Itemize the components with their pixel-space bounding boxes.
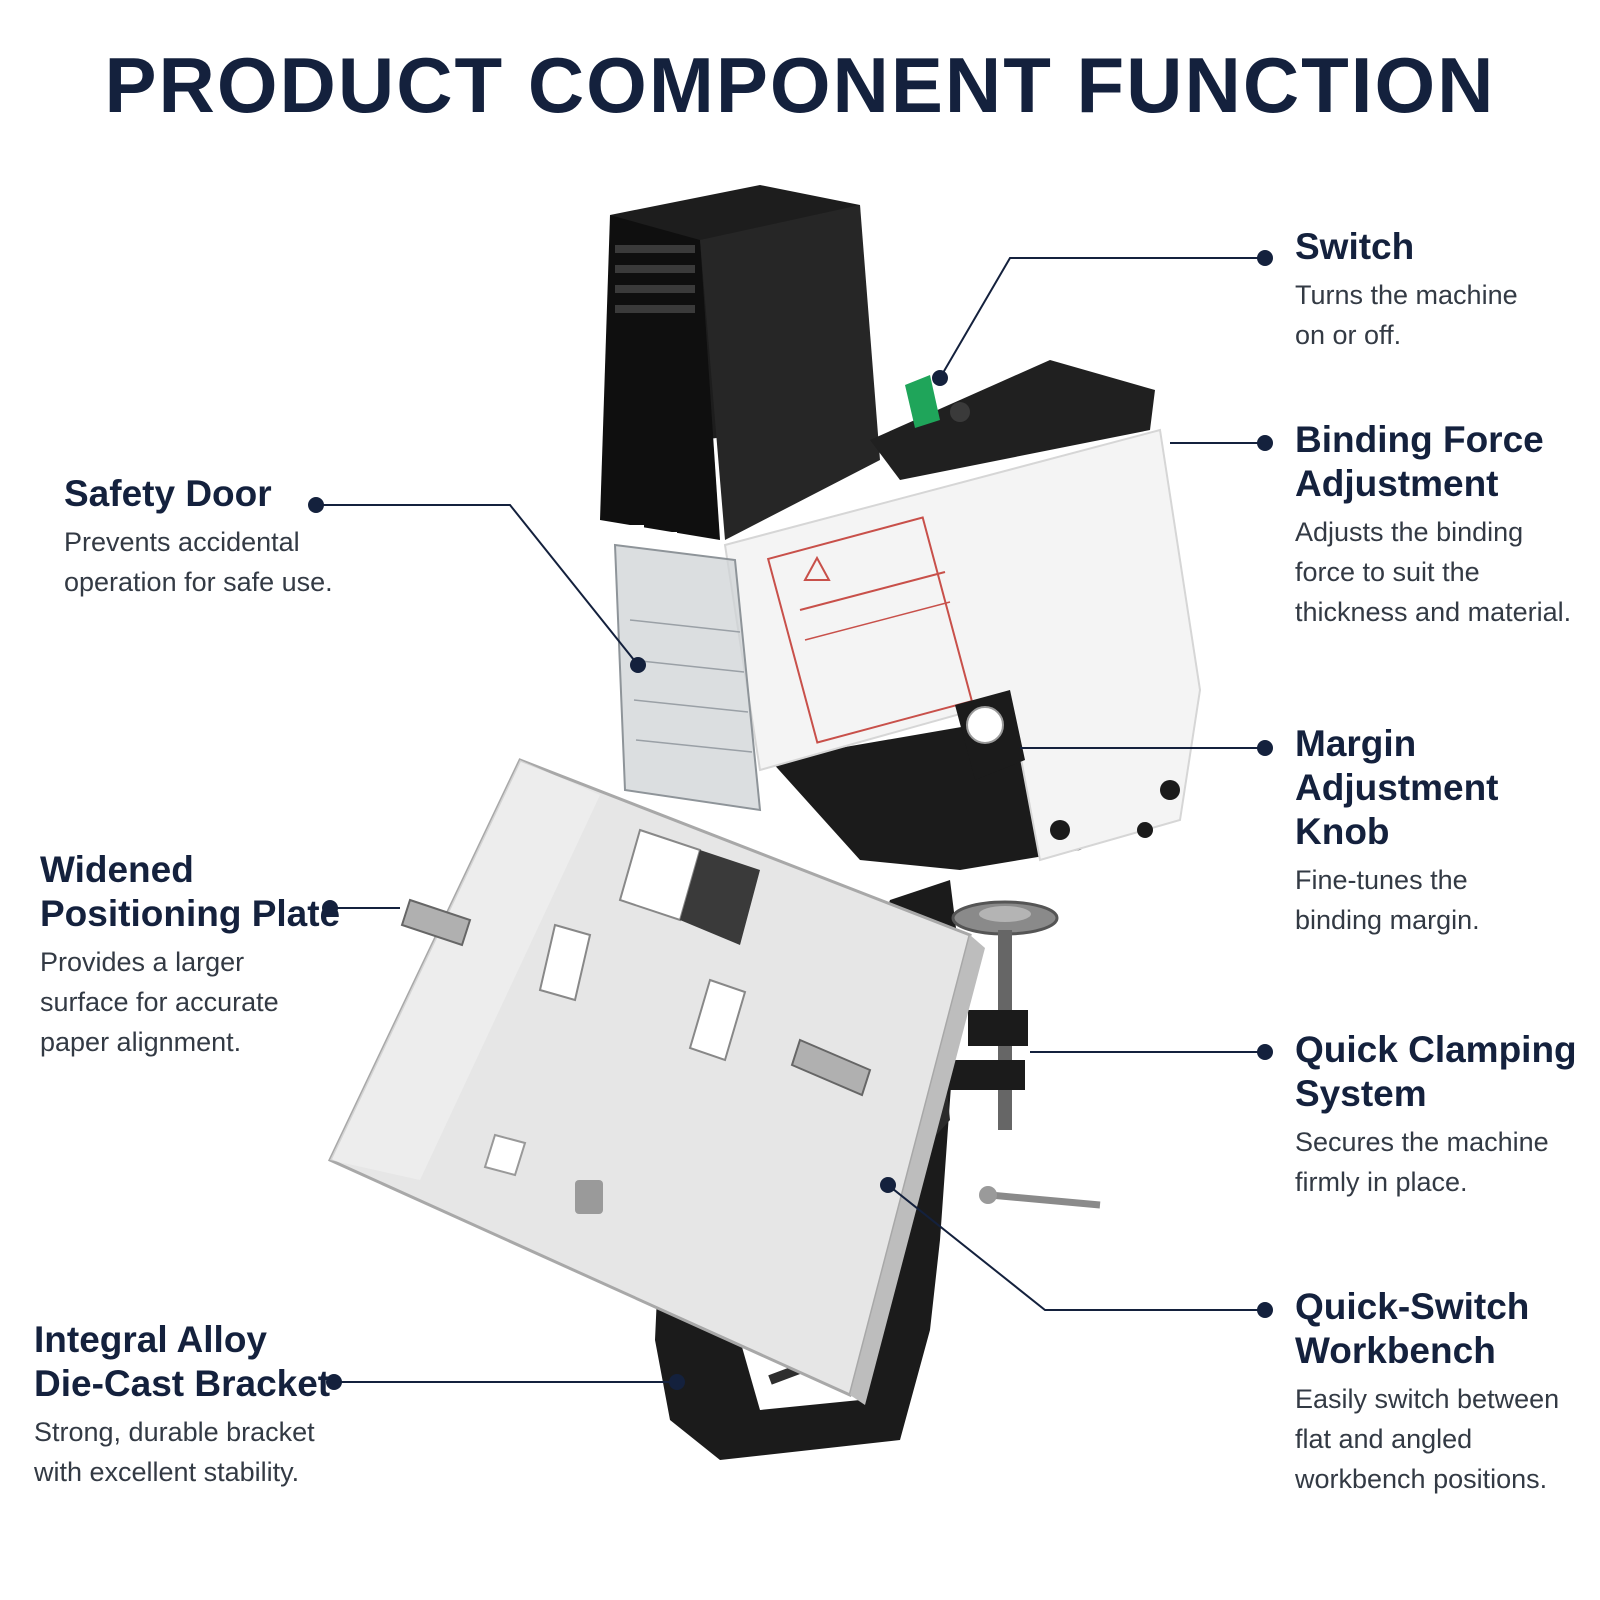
callout-safety-door: Safety Door Prevents accidental operatio… (64, 472, 333, 602)
callout-quick-clamp-desc: Secures the machine firmly in place. (1295, 1127, 1549, 1197)
callout-margin-knob-desc: Fine-tunes the binding margin. (1295, 865, 1480, 935)
callout-quick-clamp-title: Quick Clamping System (1295, 1029, 1577, 1114)
callout-bracket: Integral Alloy Die-Cast Bracket Strong, … (34, 1318, 330, 1492)
callout-positioning-plate-desc: Provides a larger surface for accurate p… (40, 947, 279, 1057)
callout-quick-clamp: Quick Clamping System Secures the machin… (1295, 1028, 1577, 1202)
leader-dots (308, 250, 1273, 1390)
white-side-panel (723, 428, 1202, 862)
leader-safety-door (316, 504, 639, 666)
callout-bracket-title: Integral Alloy Die-Cast Bracket (34, 1319, 331, 1404)
callout-switch-title: Switch (1295, 226, 1415, 267)
clamp-screw (945, 900, 1101, 1209)
callout-binding-force-desc: Adjusts the binding force to suit the th… (1295, 517, 1572, 627)
binding-force-dial-icon (950, 402, 970, 422)
callout-quick-switch: Quick-Switch Workbench Easily switch bet… (1295, 1285, 1559, 1499)
leader-workbench (887, 1184, 1265, 1311)
black-housing (600, 185, 1155, 540)
callout-margin-knob-title: Margin Adjustment Knob (1295, 723, 1499, 852)
callout-safety-door-desc: Prevents accidental operation for safe u… (64, 527, 333, 597)
callout-safety-door-title: Safety Door (64, 473, 272, 514)
callout-bracket-desc: Strong, durable bracket with excellent s… (34, 1417, 315, 1487)
callout-margin-knob: Margin Adjustment Knob Fine-tunes the bi… (1295, 722, 1600, 940)
callout-quick-switch-title: Quick-Switch Workbench (1295, 1286, 1530, 1371)
leader-switch (939, 257, 1265, 379)
callout-binding-force: Binding Force Adjustment Adjusts the bin… (1295, 418, 1571, 632)
callout-binding-force-title: Binding Force Adjustment (1295, 419, 1544, 504)
callout-switch-desc: Turns the machine on or off. (1295, 280, 1518, 350)
positioning-plate (327, 758, 985, 1405)
callout-positioning-plate-title: Widened Positioning Plate (40, 849, 341, 934)
callout-positioning-plate: Widened Positioning Plate Provides a lar… (40, 848, 340, 1062)
callout-switch: Switch Turns the machine on or off. (1295, 225, 1518, 355)
safety-door (613, 525, 762, 812)
margin-knob-icon (955, 690, 1180, 840)
leader-lines (316, 257, 1265, 1383)
power-switch-icon (905, 375, 940, 428)
page-title: PRODUCT COMPONENT FUNCTION (104, 41, 1496, 129)
callout-quick-switch-desc: Easily switch between flat and angled wo… (1295, 1384, 1560, 1494)
